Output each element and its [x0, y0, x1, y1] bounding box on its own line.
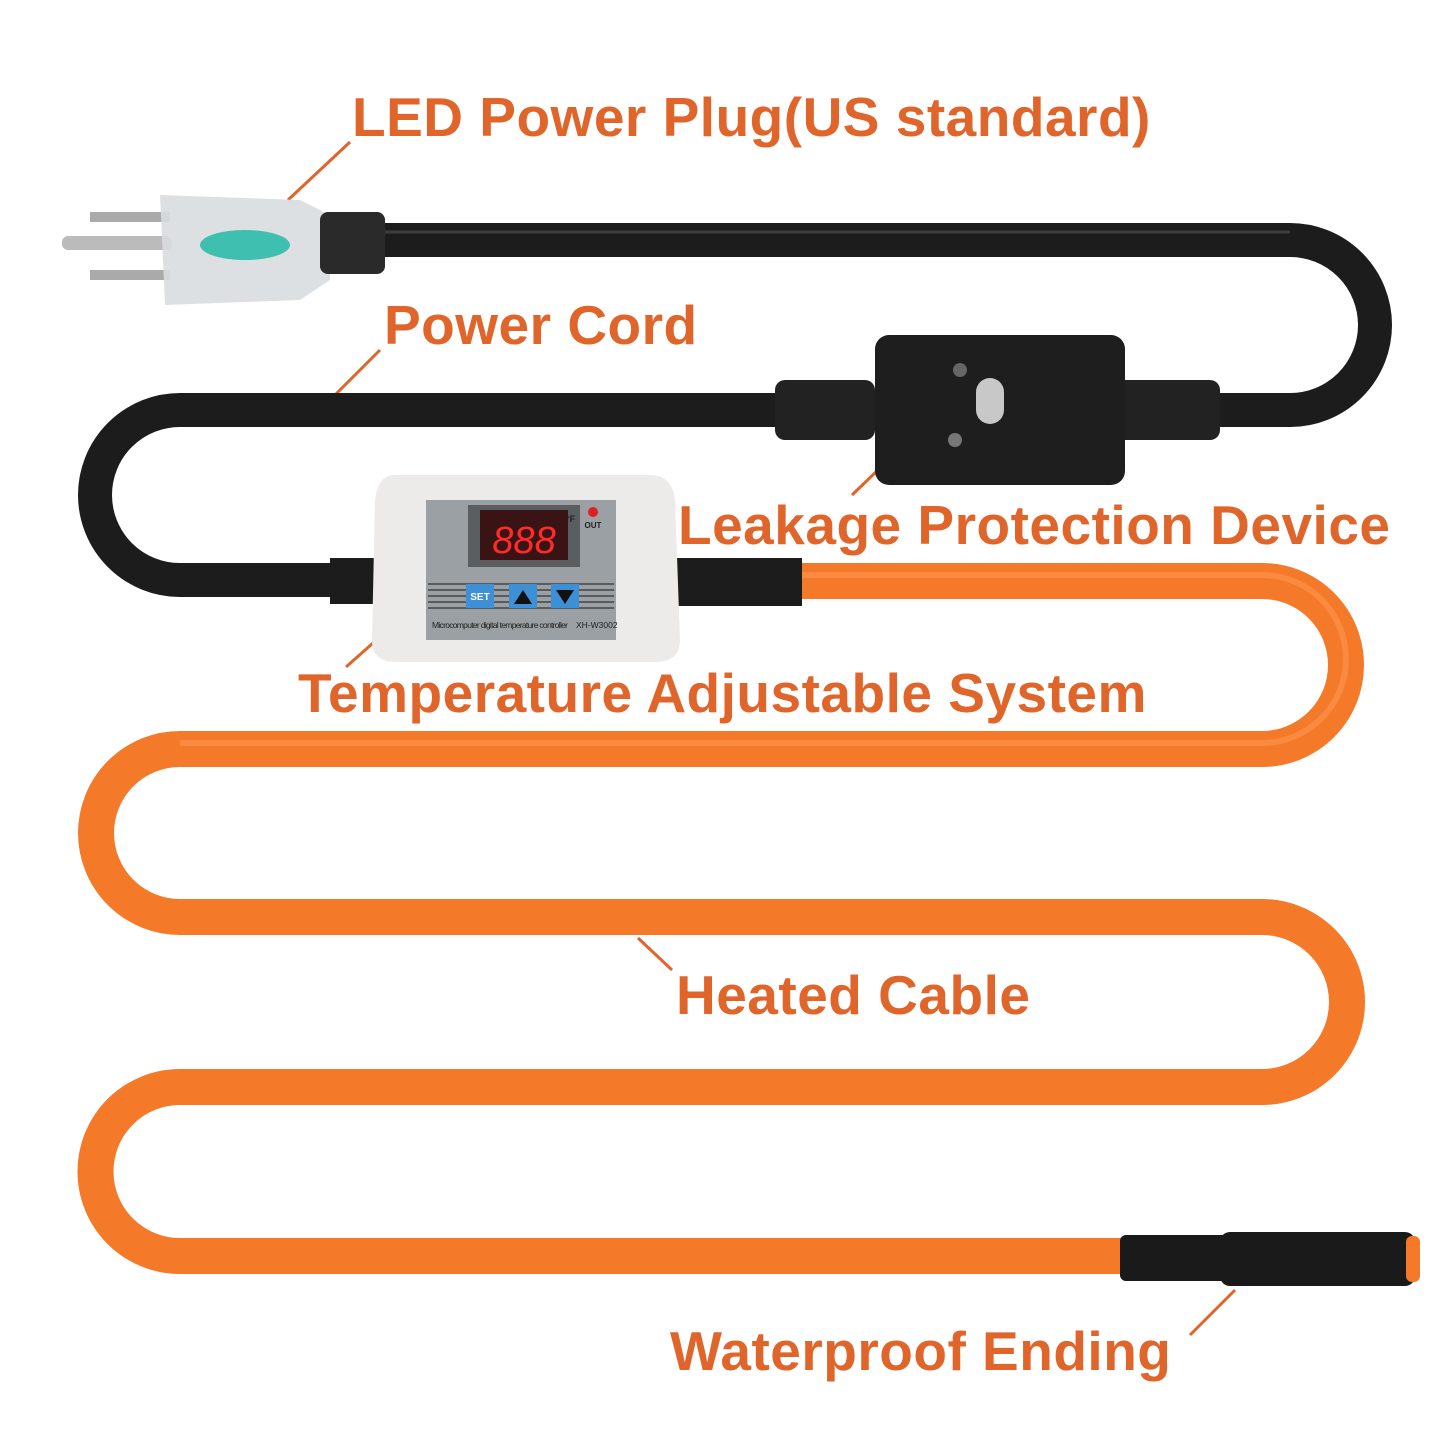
label-leakage: Leakage Protection Device	[678, 494, 1391, 556]
leader-power-cord	[333, 348, 382, 397]
leader-leakage	[850, 468, 880, 497]
set-button	[466, 584, 494, 608]
led-power-plug	[62, 195, 385, 305]
leader-heated	[636, 936, 674, 972]
out-label: OUT	[585, 521, 602, 530]
leakage-protection-device	[775, 335, 1220, 485]
leader-plug	[286, 140, 352, 202]
controller-caption: Microcomputer digital temperature contro…	[432, 620, 568, 630]
controller-model: XH-W3002	[576, 620, 618, 630]
heated-cable	[77, 563, 1365, 1274]
unit-label: °F	[566, 514, 576, 524]
waterproof-ending	[1120, 1232, 1420, 1286]
power-cord	[78, 223, 1392, 597]
set-label: SET	[470, 592, 489, 603]
temperature-controller: 888 °F OUT SET Microcomputer digital tem…	[372, 475, 680, 662]
up-arrow-icon	[514, 590, 532, 604]
label-heated-cable: Heated Cable	[676, 964, 1031, 1026]
label-temperature: Temperature Adjustable System	[298, 662, 1147, 724]
down-arrow-icon	[556, 590, 574, 604]
temperature-display: 888	[492, 520, 555, 562]
test-button	[976, 378, 1004, 424]
out-indicator-led	[588, 507, 598, 517]
label-power-cord: Power Cord	[384, 294, 698, 356]
label-plug: LED Power Plug(US standard)	[352, 86, 1151, 148]
label-waterproof: Waterproof Ending	[670, 1320, 1172, 1382]
leader-waterproof	[1188, 1288, 1237, 1337]
